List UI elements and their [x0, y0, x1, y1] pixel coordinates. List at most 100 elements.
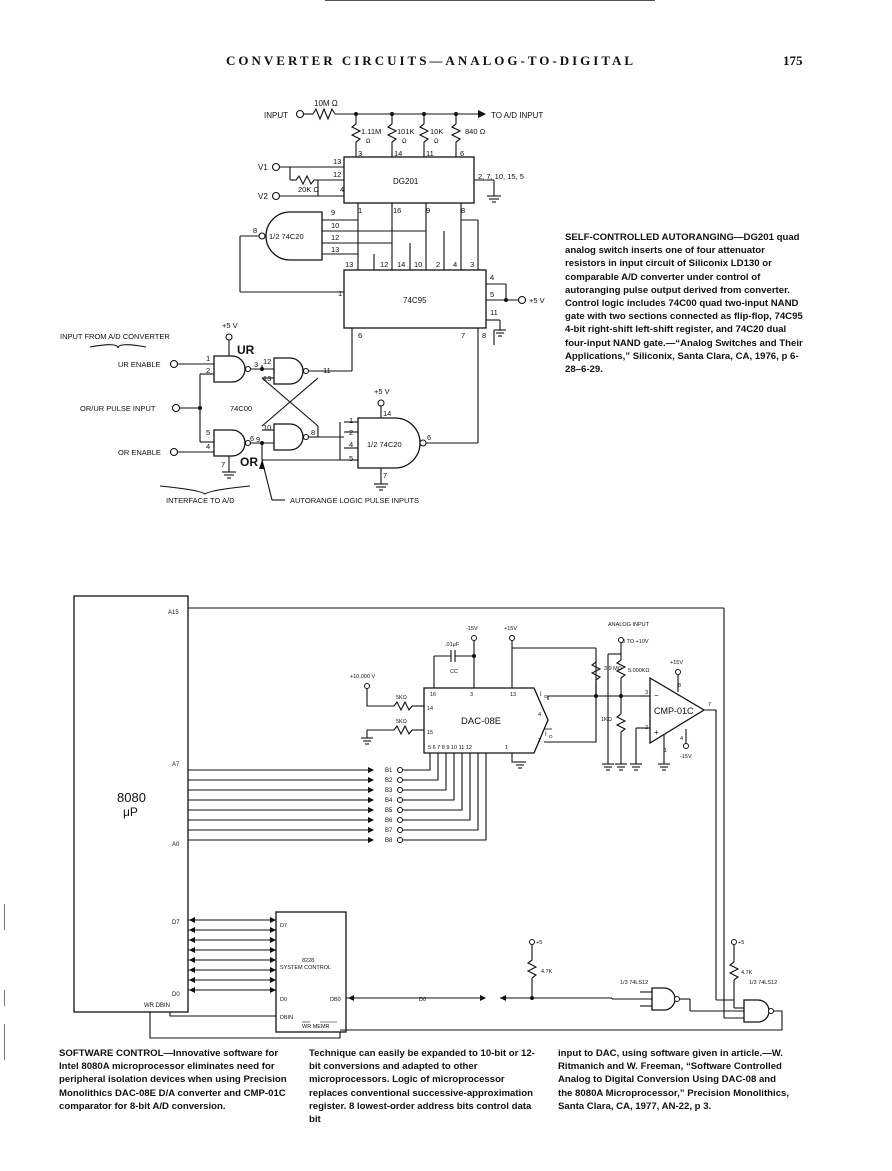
- svg-text:13: 13: [331, 245, 339, 254]
- svg-text:1: 1: [664, 748, 667, 754]
- svg-text:4: 4: [680, 736, 683, 742]
- input-from-adc-label: INPUT FROM A/D CONVERTER: [60, 332, 170, 341]
- svg-text:5: 5: [349, 454, 353, 463]
- autoranging-schematic: INPUT 10M Ω TO A/D INPUT 1.11M Ω 101K Ω …: [60, 99, 545, 505]
- top-rule: [325, 0, 655, 1]
- a15-label: A15: [168, 610, 179, 616]
- a7-label: A7: [172, 762, 180, 768]
- r1k-label: 1KΩ: [601, 717, 612, 723]
- d0-bus-label: D0: [419, 997, 426, 1003]
- ls12-gate-b: [743, 999, 770, 1023]
- bit-b4: B4: [385, 798, 393, 804]
- figure2-caption-col2: Technique can easily be expanded to 10-b…: [309, 1048, 535, 1126]
- r4-label: 840 Ω: [465, 127, 486, 136]
- ur-enable-label: UR ENABLE: [118, 360, 161, 369]
- figure2-caption-col1: SOFTWARE CONTROL—Innovative software for…: [59, 1048, 287, 1112]
- bit-b8: B8: [385, 838, 393, 844]
- svg-text:16: 16: [393, 206, 401, 215]
- ref-voltage-label: +10.000 V: [350, 674, 376, 680]
- quad-nand-label: 74C00: [230, 404, 252, 413]
- running-header: CONVERTER CIRCUITS—ANALOG-TO-DIGITAL: [226, 53, 637, 68]
- svg-text:1: 1: [358, 206, 362, 215]
- sc-d7-label: D7: [280, 923, 287, 929]
- svg-text:11: 11: [490, 308, 498, 317]
- svg-text:9: 9: [331, 208, 335, 217]
- r3-label: 10K: [430, 127, 443, 136]
- svg-text:12: 12: [380, 260, 388, 269]
- shift-register-chip: [343, 269, 487, 329]
- figure1-caption: SELF-CONTROLLED AUTORANGING—DG201 quad a…: [565, 232, 803, 376]
- sc-title-label: SYSTEM CONTROL: [280, 965, 331, 971]
- svg-text:9: 9: [426, 206, 430, 215]
- shift-register-label: 74C95: [403, 296, 427, 305]
- a0-label: A0: [172, 842, 180, 848]
- r39-label: 3.9 MΩ: [604, 666, 622, 672]
- autorange-label: AUTORANGE LOGIC PULSE INPUTS: [290, 496, 419, 505]
- svg-text:3: 3: [645, 690, 648, 696]
- svg-text:10: 10: [263, 423, 271, 432]
- top-nand-gate: [265, 211, 323, 261]
- svg-text:4: 4: [453, 260, 457, 269]
- svg-text:14: 14: [397, 260, 405, 269]
- svg-text:2: 2: [538, 738, 541, 744]
- svg-text:3: 3: [470, 260, 474, 269]
- plus5-a-label: +5: [536, 940, 542, 946]
- svg-text:6: 6: [250, 434, 254, 443]
- svg-text:13: 13: [510, 692, 516, 698]
- svg-text:8: 8: [311, 428, 315, 437]
- to-ad-input-label: TO A/D INPUT: [491, 111, 543, 120]
- cap-name-label: CC: [450, 669, 458, 675]
- svg-text:4: 4: [349, 440, 353, 449]
- dac-pins-label: 5 6 7 8 9 10 11 12: [428, 745, 472, 751]
- svg-text:7: 7: [383, 471, 387, 480]
- svg-text:12: 12: [331, 233, 339, 242]
- svg-text:3: 3: [470, 692, 473, 698]
- software-adc-schematic: 8080 μP A15 A7 A0 D7 D0 WR DBIN B1 B2 B3: [73, 595, 783, 1039]
- cpu-label: 8080: [117, 790, 146, 805]
- svg-text:4: 4: [206, 442, 210, 451]
- sc-d0-label: D0: [280, 997, 287, 1003]
- svg-text:−: −: [654, 691, 659, 700]
- bit-b1: B1: [385, 768, 393, 774]
- v2-label: V2: [258, 192, 268, 201]
- plus5v-ur-label: +5 V: [222, 321, 238, 330]
- svg-text:4: 4: [340, 185, 344, 194]
- svg-text:1: 1: [349, 416, 353, 425]
- bit-b7: B7: [385, 828, 393, 834]
- r47-b-label: 4.7K: [741, 970, 753, 976]
- r1-label: 1.11M: [361, 127, 381, 136]
- svg-text:I: I: [540, 692, 542, 698]
- bit-b5: B5: [385, 808, 393, 814]
- svg-text:7: 7: [221, 460, 225, 469]
- top-gate-label: 1/2 74C20: [269, 232, 304, 241]
- ls12-gate-a: [651, 987, 676, 1011]
- svg-text:10: 10: [414, 260, 422, 269]
- analog-input-label: ANALOG INPUT: [608, 622, 650, 628]
- svg-text:8: 8: [678, 683, 681, 689]
- svg-text:15: 15: [427, 730, 433, 736]
- svg-text:7: 7: [461, 331, 465, 340]
- dg201-pins-label: 2, 7, 10, 15, 5: [478, 172, 524, 181]
- figure2-caption-col3: input to DAC, using software given in ar…: [558, 1048, 790, 1112]
- svg-text:4: 4: [538, 712, 541, 718]
- svg-text:13: 13: [345, 260, 353, 269]
- r2-label: 101K: [397, 127, 415, 136]
- dg201-label: DG201: [393, 177, 419, 186]
- neg15b-label: -15V: [680, 754, 692, 760]
- margin-mark: [4, 904, 5, 930]
- svg-text:5: 5: [206, 428, 210, 437]
- or-label: OR: [240, 455, 258, 469]
- ls12-a-label: 1/3 74LS12: [620, 980, 648, 986]
- svg-text:12: 12: [263, 357, 271, 366]
- page-number: 175: [783, 53, 803, 68]
- margin-mark: [4, 1024, 5, 1060]
- v1-label: V1: [258, 163, 268, 172]
- r3-omega: Ω: [434, 139, 439, 145]
- svg-text:2: 2: [436, 260, 440, 269]
- r20k-label: 20K Ω: [298, 185, 319, 194]
- svg-text:12: 12: [333, 170, 341, 179]
- svg-text:I: I: [545, 732, 547, 738]
- pos15-label: +15V: [504, 626, 517, 632]
- or-ur-pulse-label: OR/UR PULSE INPUT: [80, 404, 156, 413]
- svg-text:11: 11: [426, 149, 434, 158]
